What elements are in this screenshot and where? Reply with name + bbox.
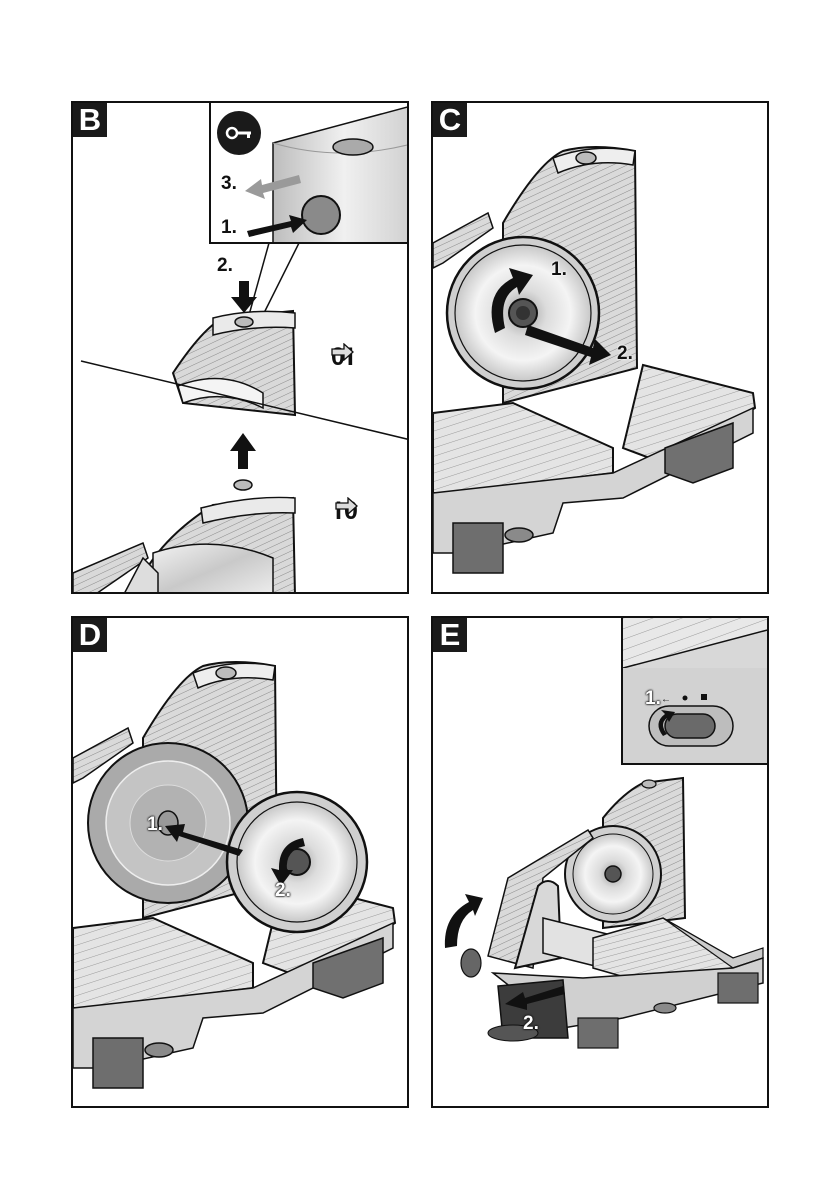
knob	[461, 949, 481, 977]
lock-mark-icon	[701, 694, 707, 700]
arrow-left-mark: ←	[661, 694, 671, 705]
slicer-housing-bottom	[73, 480, 295, 594]
panel-b: B	[71, 101, 409, 594]
step-label: 1.	[147, 814, 163, 836]
panel-d: D	[71, 616, 409, 1108]
panel-c: C	[431, 101, 769, 594]
detail-inset: ← 1.	[621, 616, 769, 765]
lock-button	[216, 667, 236, 679]
lock-button	[234, 480, 252, 490]
panel-letter: D	[73, 618, 107, 652]
foot	[453, 523, 503, 573]
panel-letter: B	[73, 103, 107, 137]
blade-disc	[227, 792, 367, 932]
arrow-up-icon	[230, 433, 256, 469]
foot	[93, 1038, 143, 1088]
step-label: 2.	[217, 255, 233, 277]
step-label: 2.	[523, 1013, 539, 1035]
panel-letter: C	[433, 103, 467, 137]
key-icon	[217, 111, 261, 155]
foot	[718, 973, 758, 1003]
slider-switch	[654, 1003, 676, 1013]
step-label: 1.	[221, 217, 237, 239]
dot-mark	[683, 696, 688, 701]
foot	[578, 1018, 618, 1048]
slicer-housing-top	[173, 311, 295, 415]
lock-button	[576, 152, 596, 164]
switch-on-label: 0 I	[331, 343, 354, 372]
zoom-line	[263, 243, 299, 315]
detail-inset: 3. 1.	[209, 101, 409, 244]
lock-button	[642, 780, 656, 788]
step-label: 1.	[551, 259, 567, 281]
slicer-assembled	[461, 778, 763, 1048]
key-button	[302, 196, 340, 234]
arrow-down-icon	[231, 281, 257, 313]
rotate-arrow-icon	[445, 894, 483, 948]
step-label: 2.	[275, 880, 291, 902]
panel-e: E ← 1.	[431, 616, 769, 1108]
zoom-line	[249, 243, 269, 315]
switch-knob	[665, 714, 715, 738]
lock-button	[235, 317, 253, 327]
blade-disc	[447, 237, 599, 389]
slider-switch	[145, 1043, 173, 1057]
panel-letter: E	[433, 618, 467, 652]
step-label: 1.	[645, 688, 661, 710]
outline-arrow-right-icon	[331, 343, 355, 361]
slider-switch	[505, 528, 533, 542]
key-badge	[217, 111, 261, 155]
step-label: 2.	[617, 343, 633, 365]
lock-button	[333, 139, 373, 155]
switch-off-label: I 0	[335, 497, 358, 526]
panel-c-illustration	[433, 103, 769, 594]
step-label: 3.	[221, 173, 237, 195]
panel-d-illustration	[73, 618, 409, 1108]
outline-arrow-right-icon	[335, 497, 359, 515]
